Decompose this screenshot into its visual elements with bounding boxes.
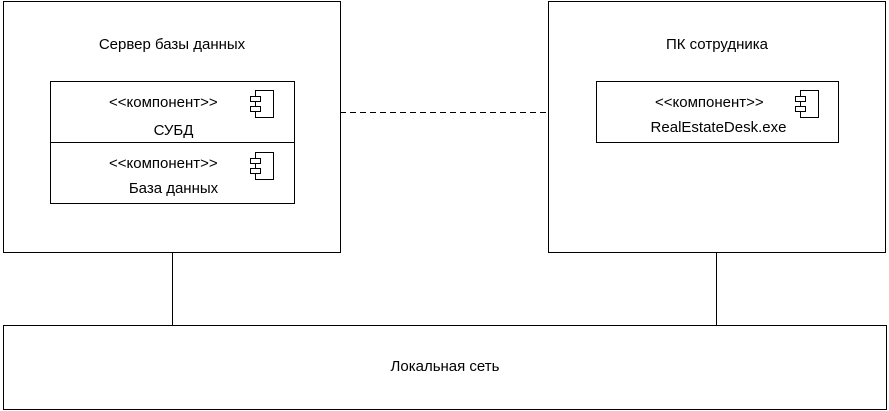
pc-node-title: ПК сотрудника [665,36,769,53]
database-stereotype: <<компонент>> [109,155,218,172]
dbms-name: СУБД [153,122,194,139]
server-node-title: Сервер базы данных [98,36,246,53]
app-stereotype: <<компонент>> [655,94,764,111]
server-components-box: <<компонент>> СУБД <<компонент>> База да… [50,81,295,204]
network-node-title: Локальная сеть [390,358,500,375]
component-icon [795,90,819,118]
app-component-box: <<компонент>> RealEstateDesk.exe [596,81,839,143]
database-name: База данных [128,180,219,197]
component-icon [250,152,274,180]
component-icon [250,90,274,118]
app-name: RealEstateDesk.exe [650,119,787,136]
dbms-stereotype: <<компонент>> [109,94,218,111]
network-node: Локальная сеть [3,325,887,410]
component-divider [51,142,294,143]
